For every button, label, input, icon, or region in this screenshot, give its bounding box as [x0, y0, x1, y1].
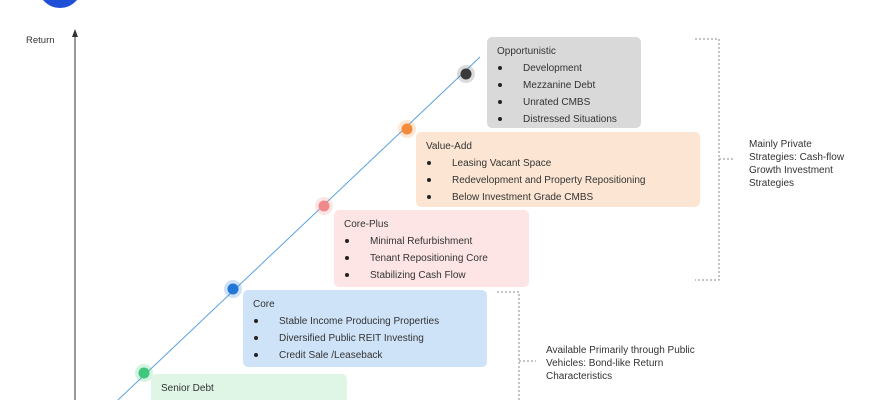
core-plus-title: Core-Plus: [344, 219, 389, 230]
item-label: Redevelopment and Property Repositioning: [452, 175, 646, 186]
bullet-icon: [345, 256, 349, 260]
value-add-dot: [401, 123, 413, 135]
list-item: Below Investment Grade CMBS: [426, 189, 690, 206]
core-title: Core: [253, 299, 275, 310]
senior-debt-dot: [138, 367, 150, 379]
bullet-icon: [345, 239, 349, 243]
list-item: Leasing Vacant Space: [426, 155, 690, 172]
list-item: Stabilizing Cash Flow: [344, 267, 519, 284]
item-label: Stable Income Producing Properties: [279, 316, 440, 327]
y-axis-label: Return: [26, 35, 55, 46]
core-box: Core Stable Income Producing Properties …: [243, 290, 487, 367]
value-add-box: Value-Add Leasing Vacant Space Redevelop…: [416, 132, 700, 207]
bullet-icon: [498, 100, 502, 104]
list-item: Stable Income Producing Properties: [253, 313, 477, 330]
item-label: Tenant Repositioning Core: [370, 253, 488, 264]
bullet-icon: [427, 161, 431, 165]
bullet-icon: [254, 319, 258, 323]
private-bracket: [695, 38, 735, 281]
bullet-icon: [427, 178, 431, 182]
list-item: Diversified Public REIT Investing: [253, 330, 477, 347]
item-label: Distressed Situations: [523, 114, 617, 125]
opportunistic-title: Opportunistic: [497, 46, 556, 57]
opportunistic-box: Opportunistic Development Mezzanine Debt…: [487, 37, 641, 128]
value-add-title: Value-Add: [426, 141, 472, 152]
opportunistic-dot: [460, 68, 472, 80]
bullet-icon: [427, 195, 431, 199]
bullet-icon: [498, 83, 502, 87]
risk-return-line: [117, 56, 481, 400]
list-item: Credit Sale /Leaseback: [253, 347, 477, 364]
private-strategies-note: Mainly Private Strategies: Cash-flow Gro…: [749, 139, 845, 189]
senior-debt-box: Senior Debt: [151, 374, 347, 400]
item-label: Development: [523, 63, 582, 74]
list-item: Development: [497, 60, 631, 77]
list-item: Mezzanine Debt: [497, 77, 631, 94]
y-axis-arrow-icon: [72, 29, 78, 37]
item-label: Diversified Public REIT Investing: [279, 333, 424, 344]
list-item: Redevelopment and Property Repositioning: [426, 172, 690, 189]
item-label: Leasing Vacant Space: [452, 158, 552, 169]
senior-debt-title: Senior Debt: [161, 383, 214, 394]
item-label: Stabilizing Cash Flow: [370, 270, 466, 281]
core-plus-dot: [318, 200, 330, 212]
item-label: Minimal Refurbishment: [370, 236, 473, 247]
public-vehicles-note: Available Primarily through Public Vehic…: [546, 345, 695, 382]
bullet-icon: [345, 273, 349, 277]
bullet-icon: [254, 353, 258, 357]
core-plus-box: Core-Plus Minimal Refurbishment Tenant R…: [334, 210, 529, 287]
list-item: Tenant Repositioning Core: [344, 250, 519, 267]
item-label: Mezzanine Debt: [523, 80, 596, 91]
list-item: Unrated CMBS: [497, 94, 631, 111]
logo-icon: [43, 0, 77, 8]
bullet-icon: [498, 117, 502, 121]
public-bracket: [497, 291, 536, 400]
item-label: Credit Sale /Leaseback: [279, 350, 383, 361]
item-label: Below Investment Grade CMBS: [452, 192, 594, 203]
bullet-icon: [254, 336, 258, 340]
item-label: Unrated CMBS: [523, 97, 591, 108]
core-dot: [227, 283, 239, 295]
list-item: Distressed Situations: [497, 111, 631, 128]
bullet-icon: [498, 66, 502, 70]
list-item: Minimal Refurbishment: [344, 233, 519, 250]
